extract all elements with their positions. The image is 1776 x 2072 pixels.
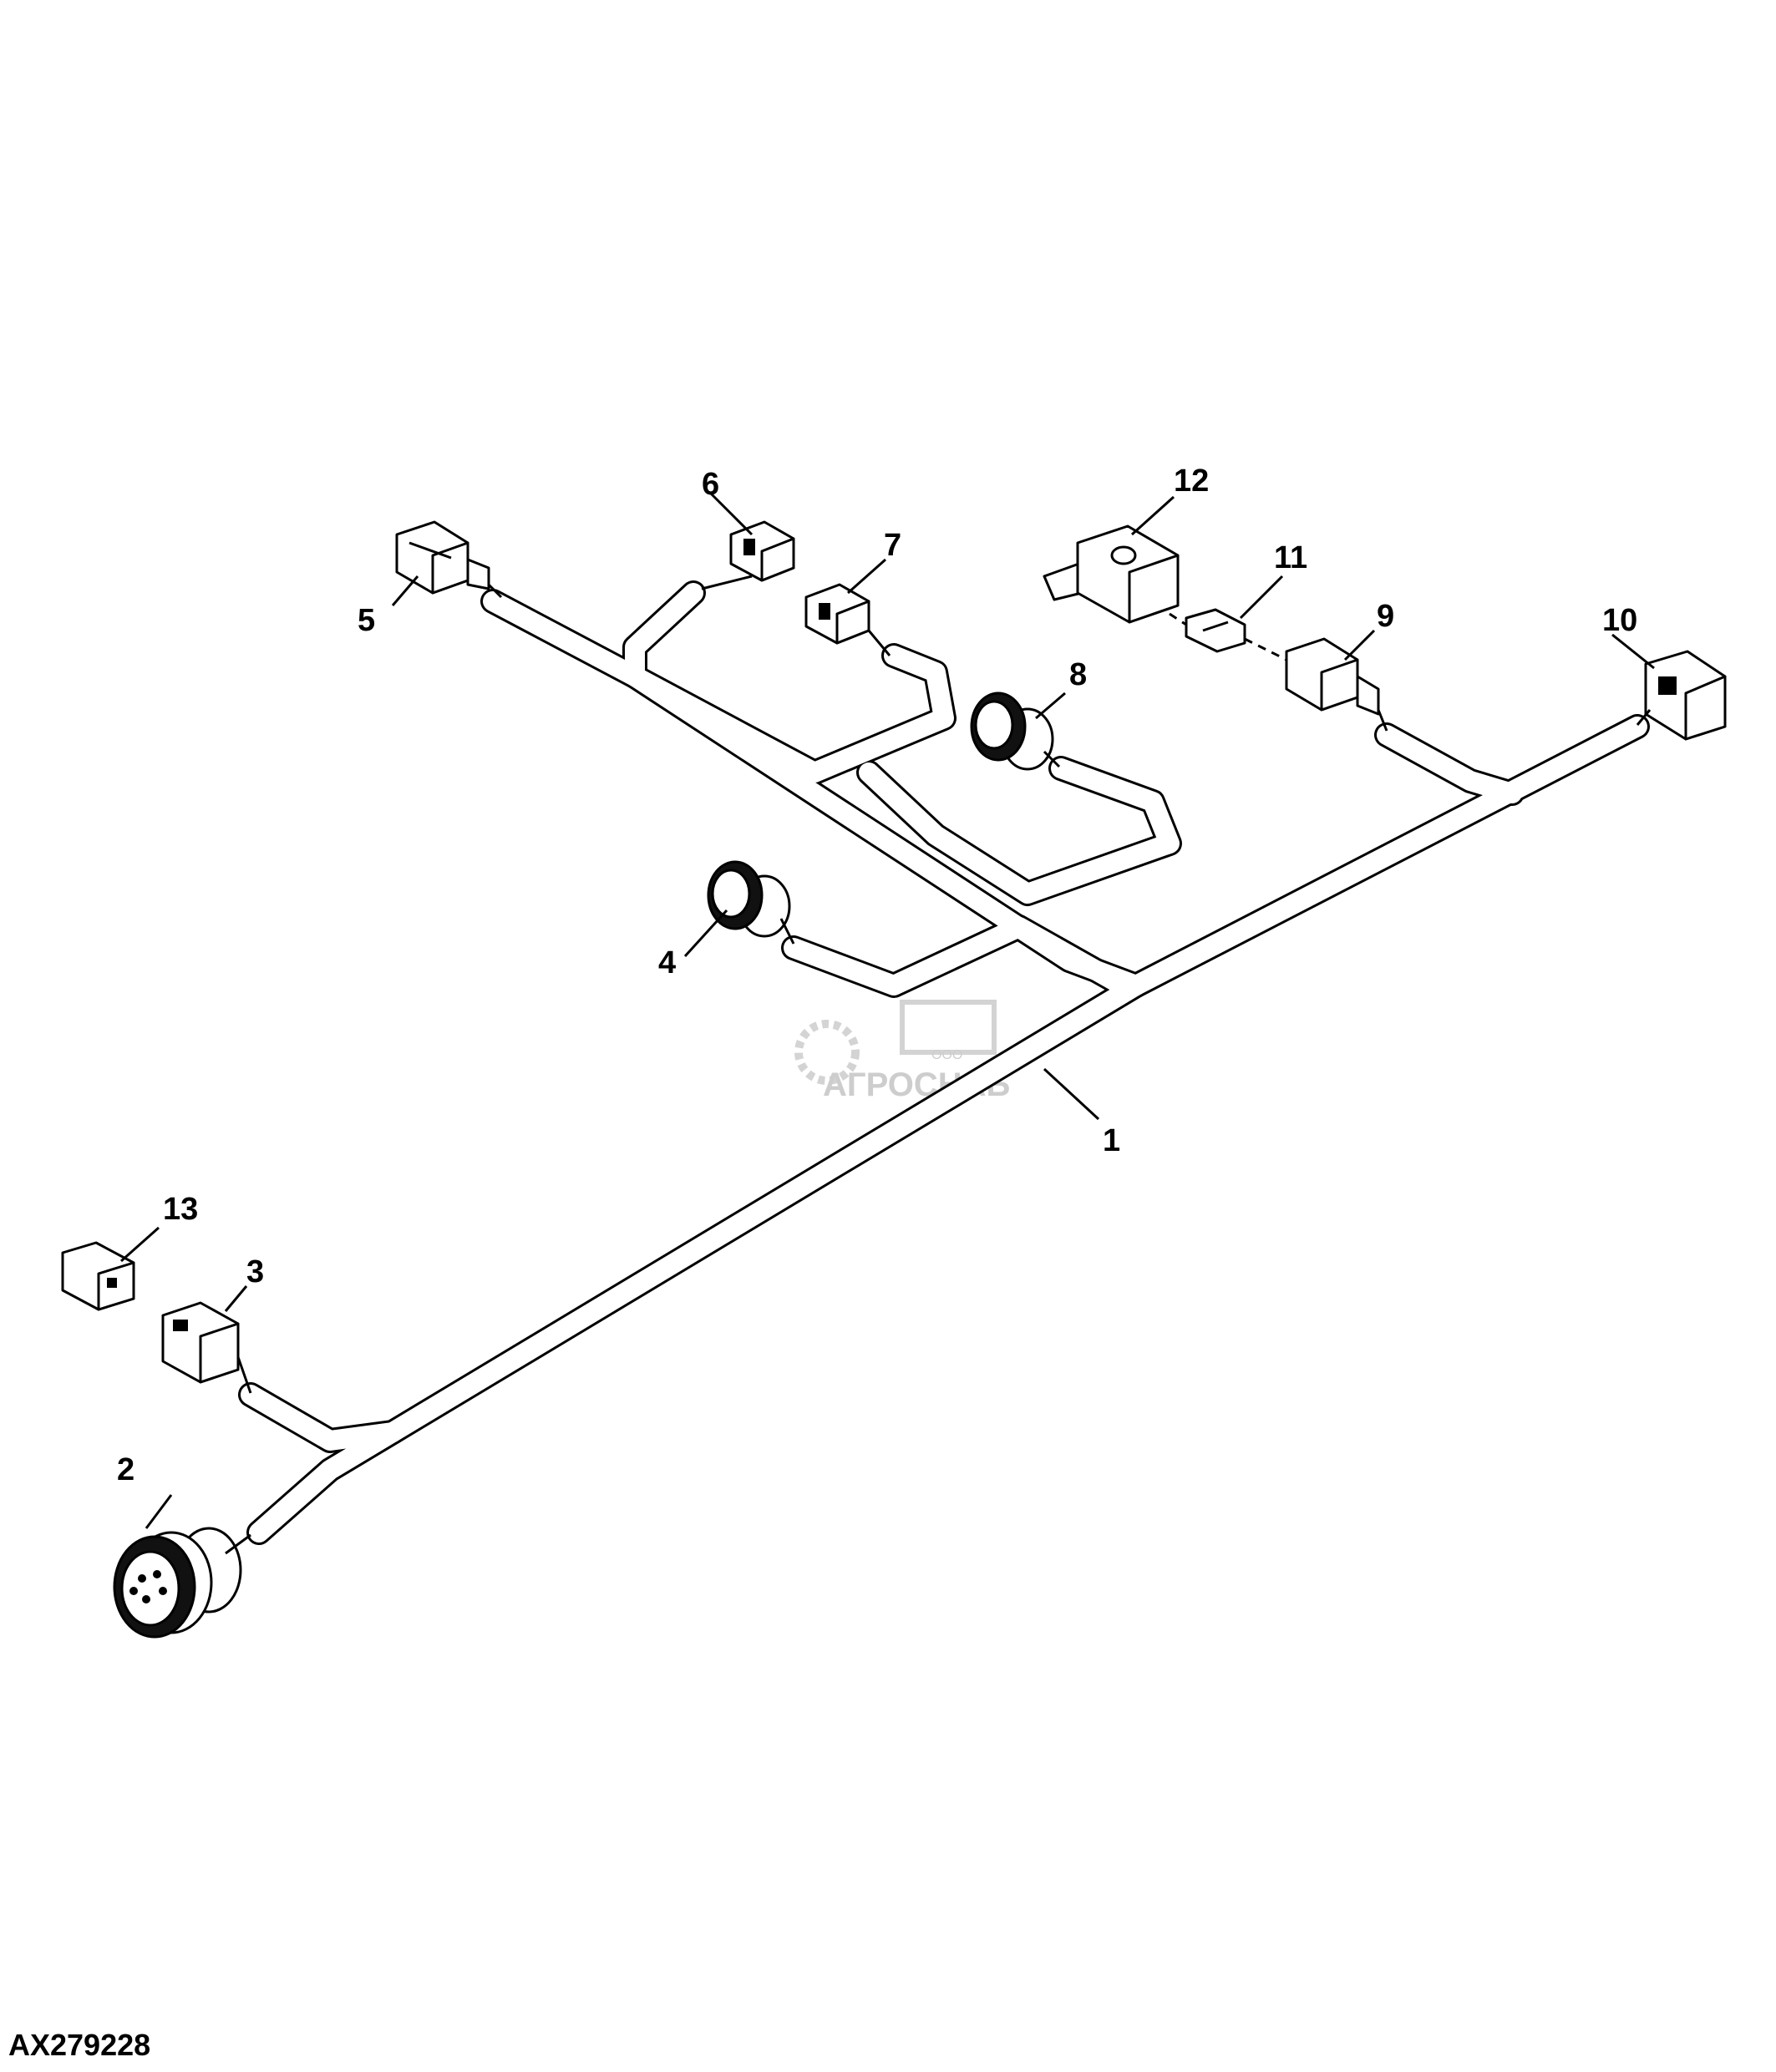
watermark-combine-icon	[900, 1000, 997, 1055]
harness-wires	[238, 580, 1650, 1545]
component-11-fuse	[1185, 608, 1287, 661]
callout-7: 7	[884, 528, 901, 563]
connector-2-round	[113, 1527, 251, 1639]
branch-wire-4-inner	[784, 917, 1146, 995]
callout-9: 9	[1377, 599, 1394, 634]
callout-2: 2	[117, 1452, 134, 1487]
watermark-prefix: ООО	[931, 1048, 962, 1062]
callout-10: 10	[1602, 603, 1637, 638]
callout-leaders	[120, 491, 1655, 1529]
connector-3-rectangular	[161, 1301, 252, 1394]
component-12-relay	[1043, 524, 1187, 626]
callout-13: 13	[163, 1192, 198, 1227]
connector-5-rectangular	[395, 520, 503, 599]
connector-13-rectangular	[61, 1241, 135, 1311]
connector-8-round	[970, 692, 1061, 771]
callout-5: 5	[358, 603, 375, 638]
callout-6: 6	[702, 467, 719, 502]
callout-4: 4	[658, 945, 676, 980]
connector-6	[701, 520, 795, 590]
branch-wire-9-inner	[1377, 725, 1522, 803]
watermark-gear-icon	[794, 1020, 860, 1085]
connector-7	[804, 583, 891, 656]
branch-wire-8-inner	[859, 758, 1180, 904]
callout-labels: 1 2 3 4 5 6 7 8 9 10 11 12 13	[117, 464, 1637, 1487]
callout-1: 1	[1103, 1123, 1120, 1158]
branch-wire-6-7-inner	[625, 583, 954, 783]
callout-11: 11	[1274, 540, 1307, 575]
callout-3: 3	[246, 1254, 264, 1289]
connector-9	[1285, 637, 1388, 732]
callout-12: 12	[1174, 464, 1209, 499]
branch-wire-3-inner	[241, 1385, 403, 1451]
figure-id-label: AX279228	[8, 2028, 151, 2062]
callout-8: 8	[1069, 657, 1087, 692]
connector-4-round	[707, 860, 795, 945]
connector-10	[1636, 650, 1727, 741]
